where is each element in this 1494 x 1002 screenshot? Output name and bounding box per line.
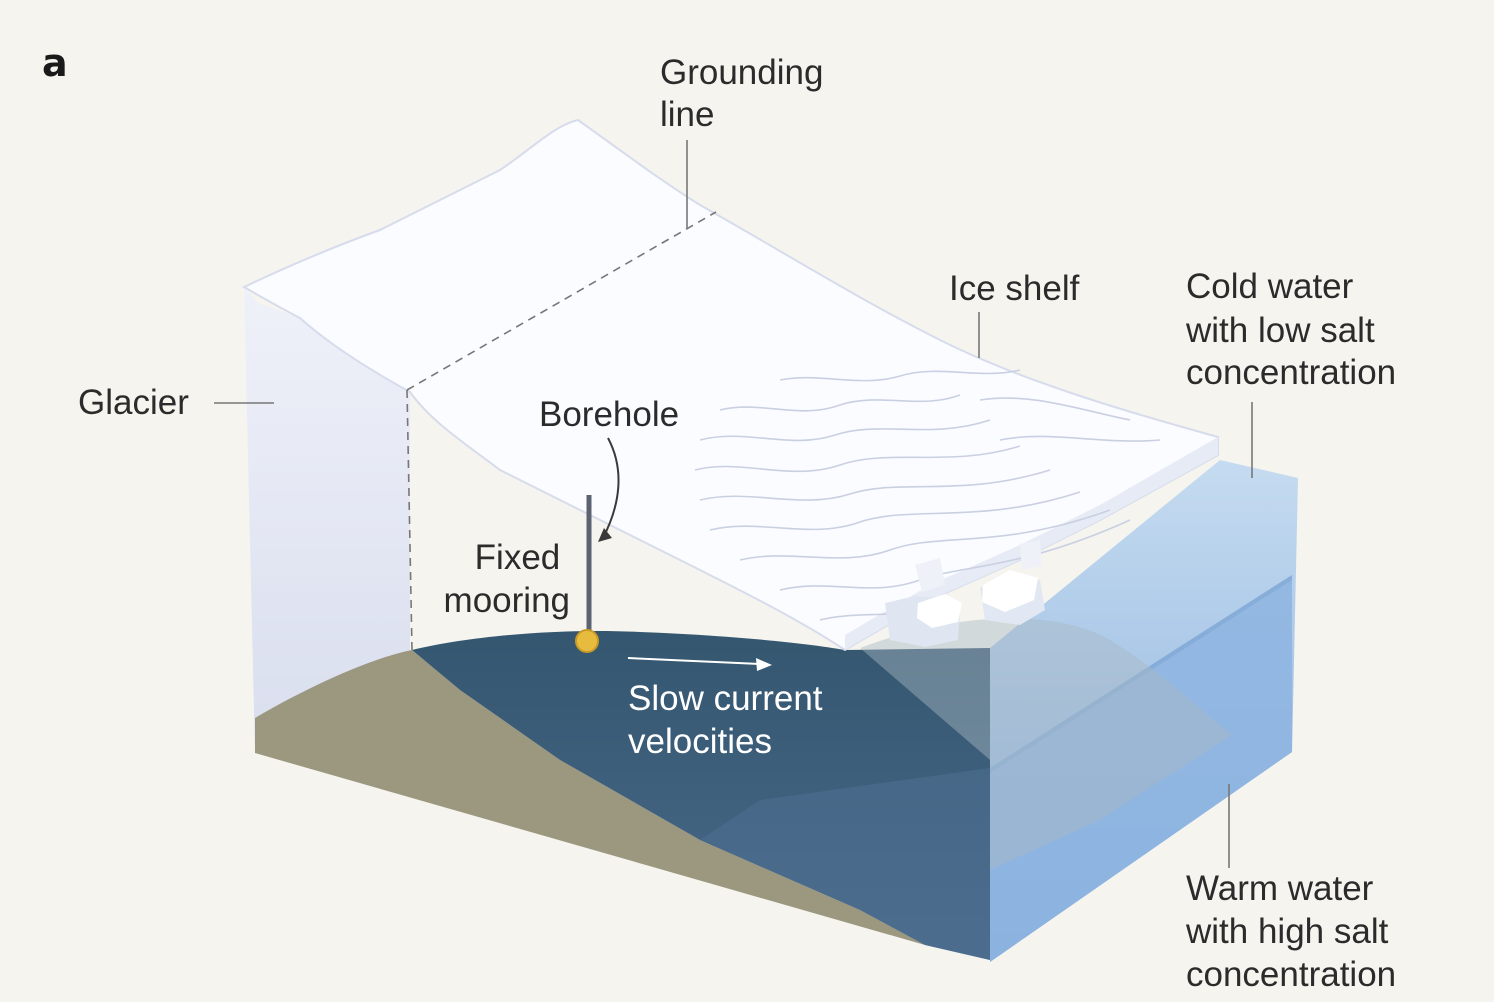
- ice-shelf-label: Ice shelf: [949, 269, 1080, 308]
- warm-water-side-layer: [990, 575, 1292, 962]
- warm-water-label: Warm water with high salt concentration: [1185, 869, 1398, 994]
- front-warm-water-layer: [700, 768, 990, 960]
- slow-current-label-line1: Slow current: [628, 679, 823, 718]
- current-arrow-shaft: [627, 657, 761, 665]
- cold-water-band-line: [990, 575, 1292, 773]
- ice-top-surface: [241, 118, 1219, 652]
- icebergs: [885, 540, 1045, 647]
- cold-water-label-line3: concentration: [1186, 353, 1396, 392]
- fixed-mooring-label-line1: Fixed: [475, 538, 561, 577]
- slow-current-label-line2: velocities: [628, 722, 772, 761]
- warm-water-label-line2: with high salt: [1185, 912, 1389, 951]
- warm-water-label-line3: concentration: [1186, 955, 1396, 994]
- borehole-arrow: [602, 437, 620, 539]
- glacier-label: Glacier: [78, 383, 189, 422]
- grounding-line-label-line2: line: [660, 95, 714, 134]
- current-arrowhead: [756, 658, 772, 671]
- warm-water-label-line1: Warm water: [1186, 869, 1374, 908]
- borehole-label: Borehole: [539, 395, 679, 434]
- mooring-marker: [575, 629, 599, 653]
- borehole-arrowhead: [598, 528, 612, 542]
- cold-water-label-line2: with low salt: [1185, 311, 1375, 350]
- slow-current-label: Slow current velocities: [628, 679, 832, 761]
- glacier-front-face: [244, 287, 410, 753]
- cold-water-label: Cold water with low salt concentration: [1185, 267, 1396, 392]
- fixed-mooring-label-line2: mooring: [444, 581, 570, 620]
- panel-letter: a: [42, 41, 68, 85]
- grounding-line-label-line1: Grounding: [660, 53, 823, 92]
- cold-water-label-line1: Cold water: [1186, 267, 1354, 306]
- crevasse-texture: [694, 369, 1161, 621]
- fixed-mooring-label: Fixed mooring: [444, 538, 570, 620]
- grounding-line-label: Grounding line: [660, 53, 833, 134]
- seafloor-mound: [860, 618, 1232, 870]
- grounding-line: [406, 211, 717, 651]
- seabed-front: [255, 650, 925, 945]
